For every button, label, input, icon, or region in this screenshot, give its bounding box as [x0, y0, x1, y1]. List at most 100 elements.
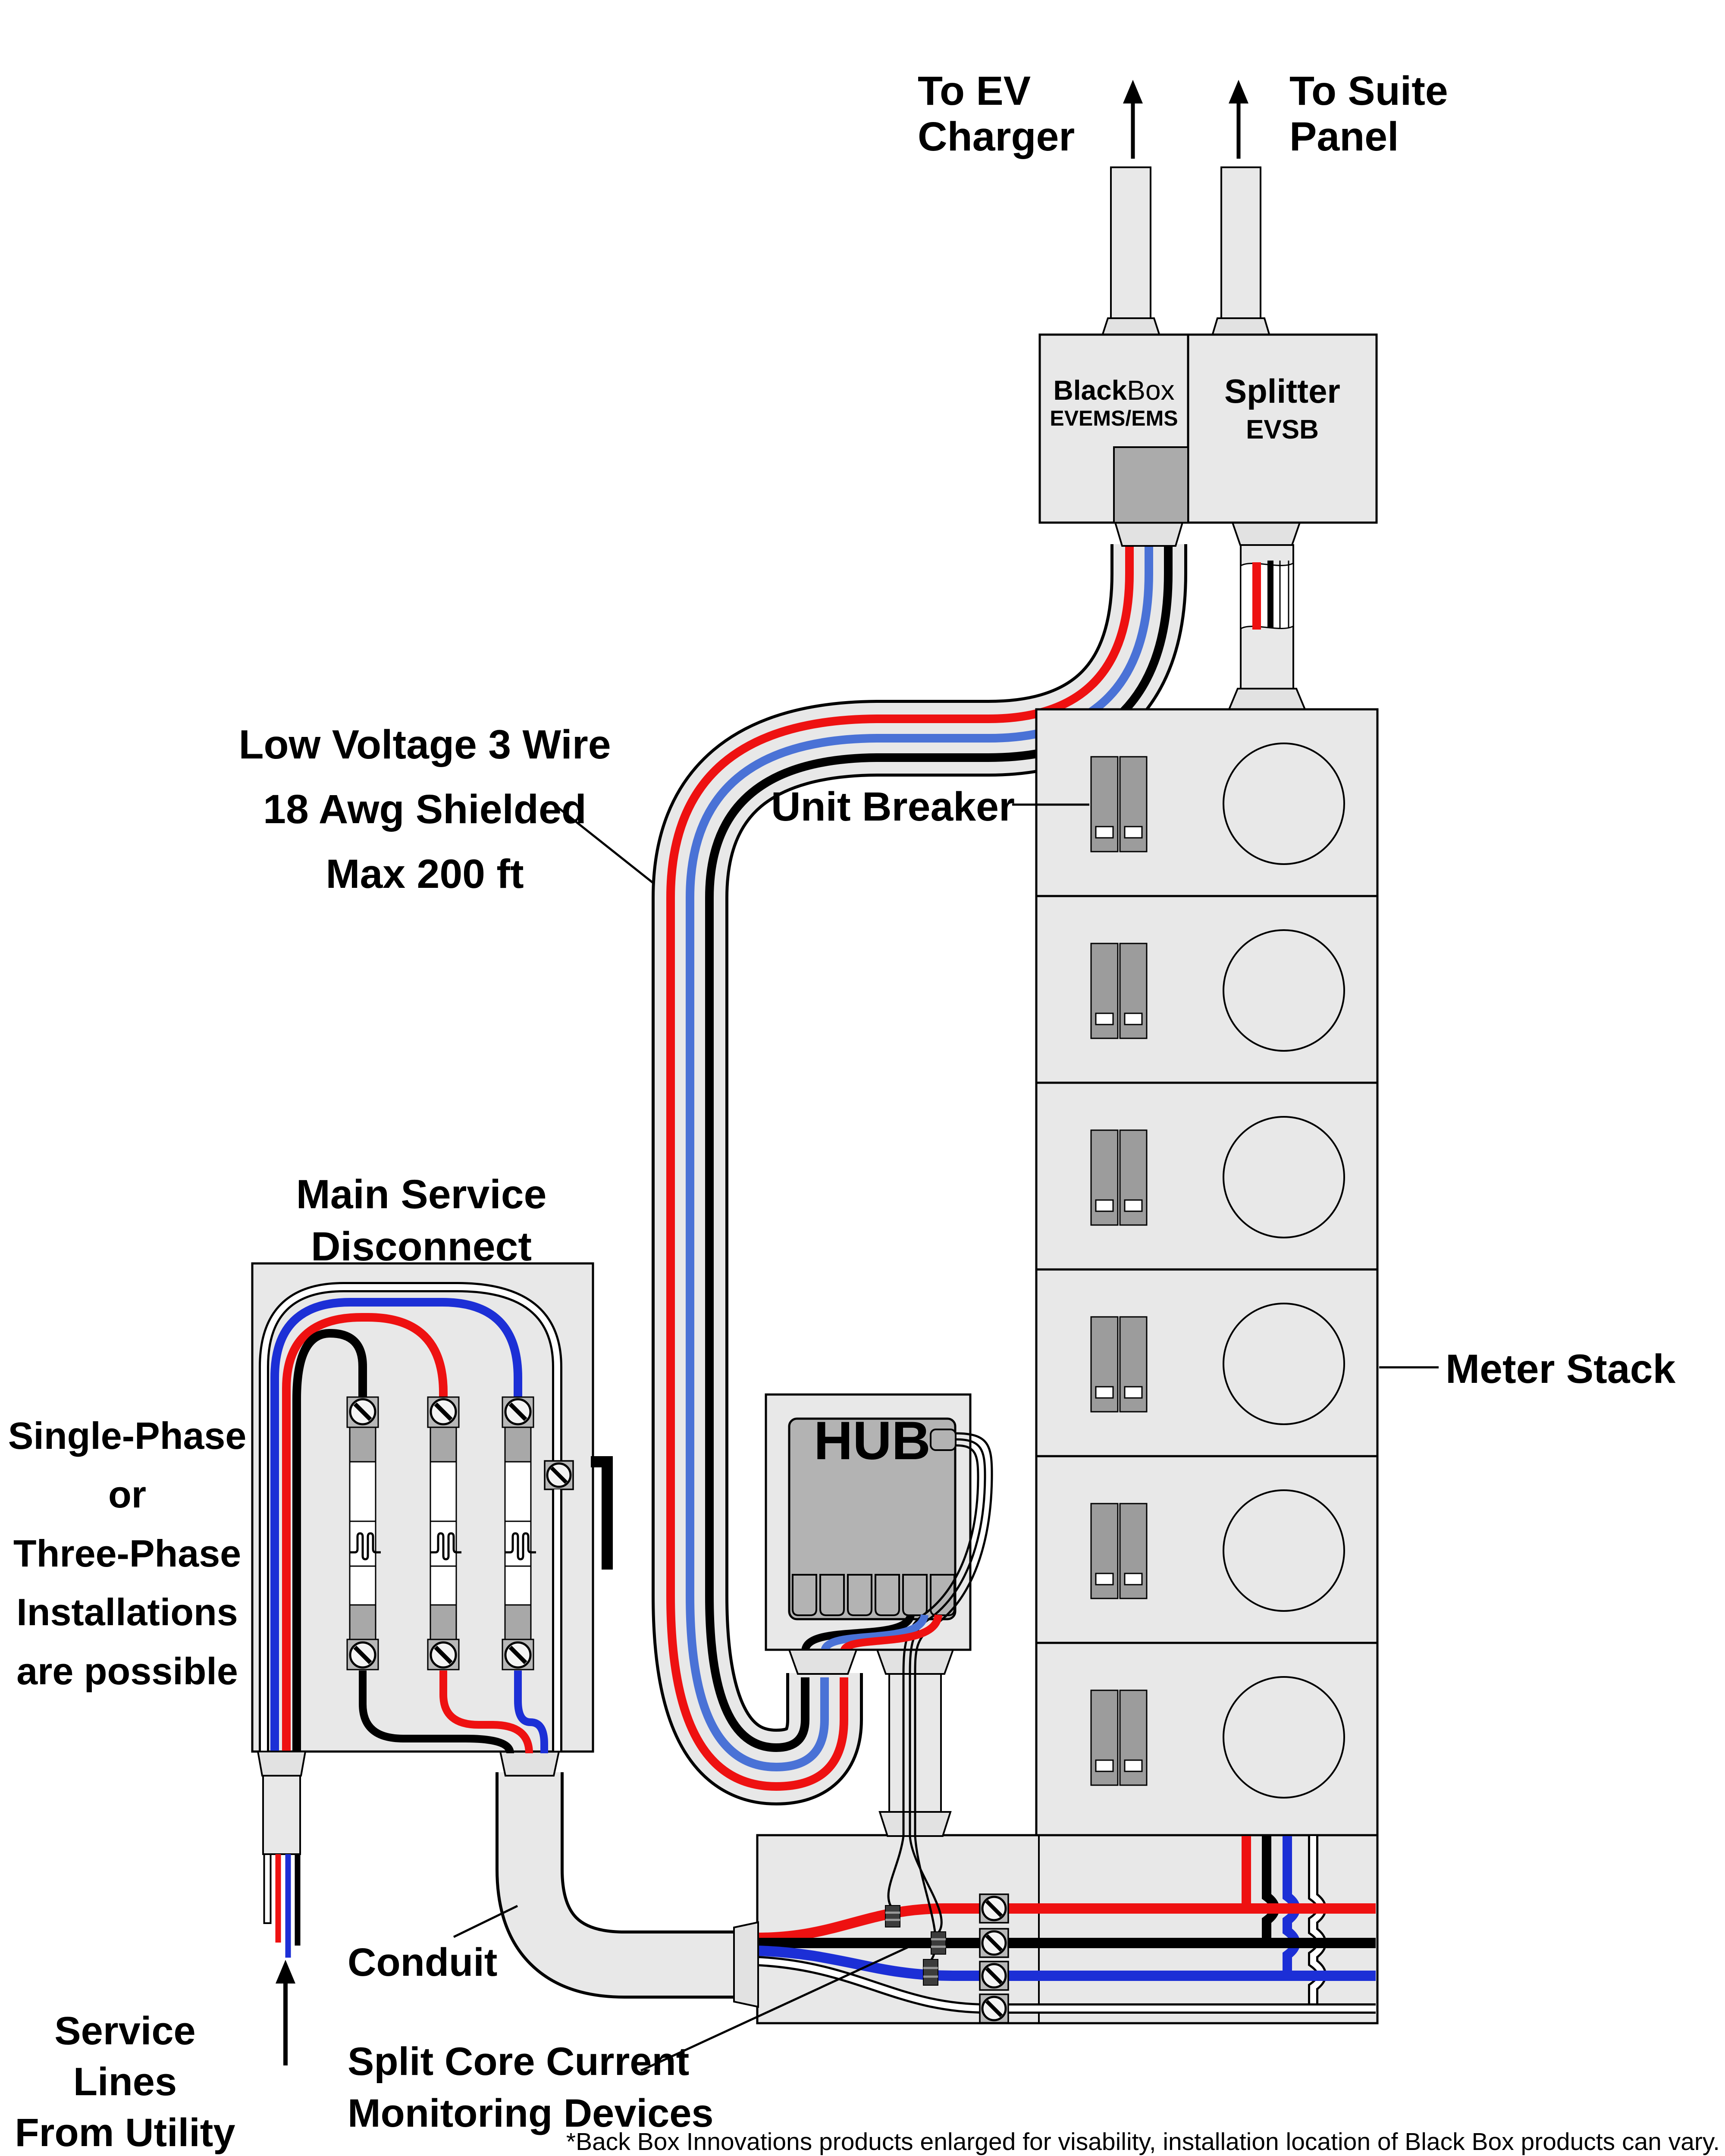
service-wire-stubs — [263, 1854, 301, 1958]
hub-port-tab — [902, 1574, 928, 1616]
meter-socket — [1223, 743, 1345, 865]
breaker-switch-window — [1124, 1573, 1143, 1586]
breaker-switch-window — [1095, 1012, 1114, 1025]
splitter-wire-window — [1240, 562, 1294, 630]
fuse-element-symbol — [430, 1532, 461, 1561]
wireway-terminals — [979, 1893, 1009, 2024]
low-voltage-pointer — [557, 806, 654, 884]
wireway-red — [758, 1903, 1376, 1943]
wireway — [756, 1834, 1379, 2024]
screw-slot — [508, 1402, 527, 1421]
splitter-subtitle: EVSB — [1246, 415, 1319, 445]
disconnect-wire-white — [259, 1282, 562, 1751]
unit-breaker-label: Unit Breaker — [771, 784, 1015, 830]
disconnect-fuses — [346, 1396, 536, 1670]
breaker-switch-window — [1124, 1199, 1143, 1212]
conduit-label: Conduit — [348, 1940, 498, 1984]
disconnect-wire-blue — [270, 1298, 522, 1751]
disconnect-right-fitting — [499, 1751, 560, 1777]
blackbox-title-bold: Black — [1053, 375, 1127, 406]
top-conduits — [1101, 80, 1271, 336]
meter-cells — [1036, 743, 1377, 1799]
disconnect-wire-black — [292, 1329, 367, 1751]
fuse-element-symbol — [505, 1532, 536, 1561]
meter-stack-label: Meter Stack — [1446, 1346, 1676, 1392]
up-arrow-ev — [1123, 80, 1143, 159]
stack-top-fitting — [1228, 688, 1306, 710]
split-core-cts — [885, 1905, 946, 1986]
breaker-switch-window — [1124, 1386, 1143, 1399]
split-core-ct — [931, 1931, 946, 1955]
up-arrow-suite — [1229, 80, 1248, 159]
blackbox-bottom-fitting — [1114, 522, 1184, 547]
blackbox-title-regular: Box — [1127, 375, 1175, 406]
meter-cell — [1036, 1268, 1377, 1425]
screw-slot — [985, 1999, 1003, 2018]
breaker-switch-window — [1095, 1386, 1114, 1399]
hub-port-tab — [930, 1574, 955, 1616]
hub-port-tab — [875, 1574, 900, 1616]
fuse-assembly — [502, 1396, 536, 1670]
wireway-left-fitting — [733, 1921, 759, 2008]
low-voltage-label: Low Voltage 3 Wire 18 Awg Shielded Max 2… — [238, 722, 611, 897]
screw-slot — [985, 1934, 1003, 1952]
footnote: *Back Box Innovations products enlarged … — [566, 2128, 1720, 2156]
meter-cell — [1036, 1081, 1377, 1238]
meter-cell — [1036, 1455, 1377, 1612]
blackbox-title: BlackBox — [1040, 375, 1188, 406]
split-core-pointer — [640, 1946, 909, 2072]
hub-port-tab — [819, 1574, 845, 1616]
hub-left-fitting — [788, 1649, 858, 1675]
fuse-assembly — [427, 1396, 461, 1670]
ev-conduit-fitting — [1101, 317, 1161, 336]
breaker-switch-window — [1095, 826, 1114, 839]
meter-cell — [1036, 1642, 1377, 1799]
neutral-terminal — [544, 1460, 574, 1490]
service-entrance-conduit — [257, 1751, 307, 1958]
split-core-label: Split Core Current Monitoring Devices — [348, 2040, 714, 2135]
meter-feed-white — [1279, 561, 1289, 628]
main-service-disconnect-label: Main Service Disconnect — [296, 1172, 547, 1269]
meter-socket — [1223, 1303, 1345, 1425]
hub-device — [788, 1417, 957, 1620]
hub-port-tab — [847, 1574, 872, 1616]
hub-port-tab — [792, 1574, 817, 1616]
meter-stack-enclosure — [1035, 708, 1379, 1836]
terminal-lug — [979, 1993, 1009, 2024]
splitter-conduit — [1228, 522, 1306, 710]
fuse-out-black — [359, 1670, 514, 1754]
to-ev-charger-label: To EV Charger — [918, 68, 1075, 160]
service-lines-label: Service Lines From Utility — [15, 2009, 235, 2155]
meter-socket — [1223, 1676, 1345, 1799]
hub-label: HUB — [814, 1411, 931, 1471]
conduit-pointer — [453, 1905, 518, 1938]
to-suite-panel-label: To Suite Panel — [1289, 68, 1448, 160]
hub-wire-black — [801, 1614, 915, 1652]
screw-slot — [985, 1899, 1003, 1918]
suite-panel-conduit — [1220, 166, 1261, 320]
breaker-switch-window — [1095, 1199, 1114, 1212]
breaker-switch-window — [1124, 1012, 1143, 1025]
split-core-ct — [923, 1959, 938, 1986]
breaker-switch-window — [1095, 1573, 1114, 1586]
splitter-box — [1187, 333, 1378, 524]
meter-socket — [1223, 1116, 1345, 1238]
wireway-box — [756, 1834, 1379, 2024]
meter-stack — [1035, 708, 1379, 1836]
disconnect-handle — [591, 1456, 613, 1570]
disconnect-to-wireway-conduit — [496, 1751, 759, 2008]
screw-slot — [353, 1645, 372, 1664]
terminal-lug — [979, 1893, 1009, 1924]
splitter-title: Splitter — [1224, 372, 1340, 410]
split-core-ct — [885, 1905, 900, 1927]
fuse-assembly — [346, 1396, 381, 1670]
meter-socket — [1223, 929, 1345, 1052]
hub — [765, 1393, 993, 1675]
main-service-disconnect — [251, 1262, 613, 2065]
disconnect-wire-red — [282, 1313, 448, 1751]
screw-slot — [434, 1402, 453, 1421]
single-phase-label: Single-Phase or Three-Phase Installation… — [8, 1414, 247, 1692]
screw-slot — [985, 1967, 1003, 1985]
fuse-element-symbol — [350, 1532, 381, 1561]
